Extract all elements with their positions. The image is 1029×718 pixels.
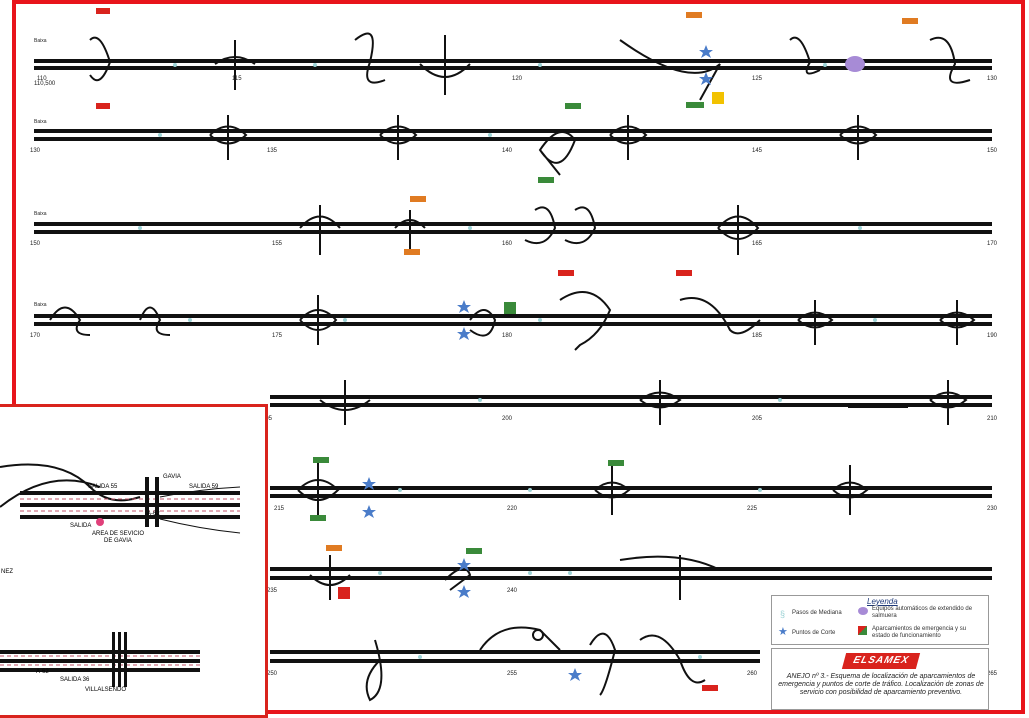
km-label: 115 [232,76,242,82]
km-label: 215 [274,506,285,512]
km-label: 140 [502,148,513,154]
inset-schematic [0,463,241,687]
row-start-label: Baixa [34,119,47,125]
star-icon: ★ [778,626,788,638]
km-label: 125 [752,76,763,82]
km-label: 220 [507,506,518,512]
km-label: 230 [987,506,998,512]
km-label: 235 [267,588,278,594]
inset-label-de-gavia: DE GAVIA [104,538,132,544]
legend-pasos: Pasos de Mediana [792,610,842,616]
km-label: 200 [502,416,513,422]
inset-label-gavia: GAVIA [163,474,181,480]
km-label: 225 [747,506,758,512]
km-label: 175 [272,333,283,339]
km-label: 120 [512,76,523,82]
km-label: 170 [987,241,998,247]
row-start-label: Baixa [34,302,47,308]
row-1 [34,32,992,101]
parking-icon [858,626,867,635]
legend-equipos: Equipos automáticos de extendido de salm… [872,606,973,619]
inset-label-salida55: SALIDA 55 [88,484,118,490]
inset-label-a62-bottom: A-62 [36,669,49,675]
inset-label-a62-top: A-62 [147,511,160,517]
row-5 [270,380,992,425]
row-3 [34,205,992,255]
row-2 [34,115,992,176]
inset-label-area-servicio: AREA DE SEVICIO [92,531,145,537]
parking-signs [96,8,918,691]
km-label: 250 [267,671,278,677]
km-label: 145 [752,148,763,154]
km-label: 260 [747,671,758,677]
row-4 [34,291,992,351]
km-label: 155 [272,241,283,247]
median-crossing-icon: § [780,609,786,619]
inset-label-salida: SALIDA [70,523,92,529]
row-7 [270,555,992,600]
inset-label-villalsendo: VILLALSENDO [85,687,127,693]
km-label: 150 [30,241,41,247]
km-label: 170 [30,333,41,339]
km-label: 210 [987,416,998,422]
annex-title-block: ELSAMEX ANEJO nº 3.- Esquema de localiza… [771,648,989,710]
km-label: 190 [987,333,998,339]
row-6 [270,460,992,520]
km-label: 165 [752,241,763,247]
km-label: 150 [987,148,998,154]
row-start-label: Baixa [34,38,47,44]
km-label: 160 [502,241,513,247]
km-label: 255 [507,671,518,677]
km-label: 135 [267,148,278,154]
annex-description: ANEJO nº 3.- Esquema de localización de … [778,673,984,696]
row-start-km: 110,500 [34,81,56,87]
km-label: 130 [30,148,41,154]
km-label: 110 [37,76,47,82]
legend-puntos: Puntos de Corte [792,630,836,636]
brine-equipment-icon [858,607,868,615]
inset-label-nez: NEZ [1,569,13,575]
km-label: 265 [987,671,998,677]
inset-detail-panel: SALIDA 55 SALIDA 59 GAVIA A-62 SALIDA AR… [0,404,268,718]
row-8 [270,626,760,702]
km-label: 185 [752,333,763,339]
elsamex-logo: ELSAMEX [841,653,921,669]
km-label: 205 [752,416,763,422]
inset-label-salida36: SALIDA 36 [60,677,90,683]
legend-title: Leyenda [867,597,898,606]
cut-point-stars [362,45,713,681]
row-start-label: Baixa [34,211,47,217]
km-label: 240 [507,588,518,594]
legend: Leyenda § Pasos de Mediana ★ Puntos de C… [771,595,989,645]
legend-aparcamientos: Aparcamientos de emergencia y su estado … [872,626,967,639]
median-crossings [138,63,877,659]
km-label: 180 [502,333,513,339]
inset-label-salida59: SALIDA 59 [189,484,219,490]
km-label: 130 [987,76,998,82]
